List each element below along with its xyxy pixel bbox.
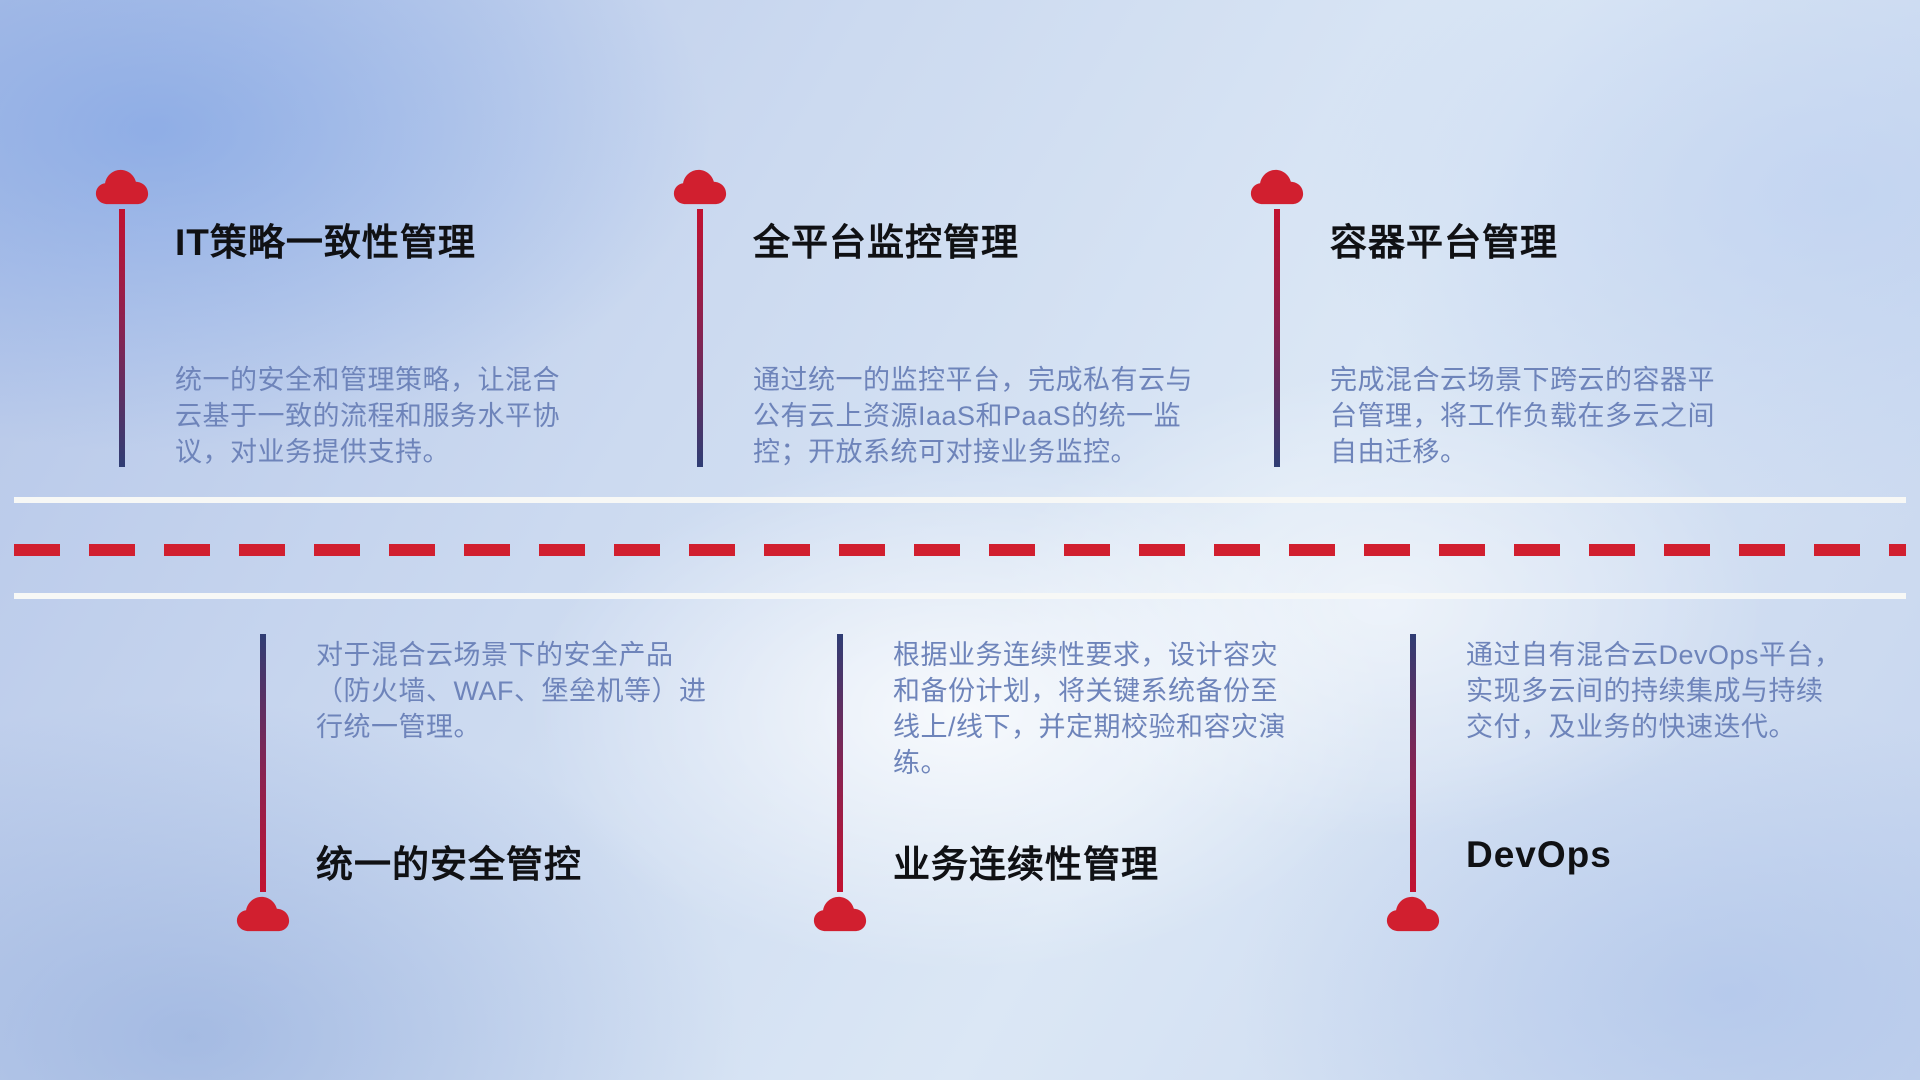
- timeline-stem: [697, 209, 703, 467]
- item-description: 统一的安全和管理策略，让混合云基于一致的流程和服务水平协议，对业务提供支持。: [175, 365, 560, 467]
- item-description: 通过自有混合云DevOps平台，实现多云间的持续集成与持续交付，及业务的快速迭代…: [1466, 640, 1842, 742]
- divider-line-bottom: [14, 593, 1906, 599]
- timeline-stem: [1410, 634, 1416, 892]
- item-title: DevOps: [1466, 834, 1612, 875]
- timeline-stem: [837, 634, 843, 892]
- item-description: 完成混合云场景下跨云的容器平台管理，将工作负载在多云之间自由迁移。: [1330, 365, 1715, 467]
- item-title: 统一的安全管控: [316, 844, 582, 885]
- timeline-pin: [95, 168, 149, 467]
- capability-item: 容器平台管理 完成混合云场景下跨云的容器平台管理，将工作负载在多云之间自由迁移。: [1250, 168, 1730, 470]
- capability-item: 对于混合云场景下的安全产品（防火墙、WAF、堡垒机等）进行统一管理。 统一的安全…: [236, 634, 728, 933]
- capability-item: 全平台监控管理 通过统一的监控平台，完成私有云与公有云上资源IaaS和PaaS的…: [673, 168, 1201, 470]
- item-title: 容器平台管理: [1330, 222, 1558, 263]
- timeline-pin: [673, 168, 727, 467]
- timeline-stem: [1274, 209, 1280, 467]
- timeline-stem: [260, 634, 266, 892]
- capability-item: 根据业务连续性要求，设计容灾和备份计划，将关键系统备份至线上/线下，并定期校验和…: [813, 634, 1299, 933]
- divider-line-top: [14, 497, 1906, 503]
- timeline-pin: [1386, 634, 1440, 933]
- timeline-pin: [236, 634, 290, 933]
- item-description: 对于混合云场景下的安全产品（防火墙、WAF、堡垒机等）进行统一管理。: [316, 640, 707, 742]
- capability-item: 通过自有混合云DevOps平台，实现多云间的持续集成与持续交付，及业务的快速迭代…: [1386, 634, 1846, 933]
- cloud-icon: [95, 169, 149, 205]
- item-description: 根据业务连续性要求，设计容灾和备份计划，将关键系统备份至线上/线下，并定期校验和…: [893, 640, 1287, 778]
- cloud-icon: [236, 896, 290, 932]
- cloud-icon: [813, 896, 867, 932]
- cloud-icon: [673, 169, 727, 205]
- item-title: 全平台监控管理: [753, 222, 1019, 263]
- divider-dashed-line: [14, 544, 1906, 556]
- item-description: 通过统一的监控平台，完成私有云与公有云上资源IaaS和PaaS的统一监控；开放系…: [753, 365, 1193, 467]
- item-title: IT策略一致性管理: [175, 222, 476, 263]
- timeline-pin: [1250, 168, 1304, 467]
- capability-item: IT策略一致性管理 统一的安全和管理策略，让混合云基于一致的流程和服务水平协议，…: [95, 168, 577, 470]
- timeline-pin: [813, 634, 867, 933]
- timeline-stem: [119, 209, 125, 467]
- cloud-icon: [1250, 169, 1304, 205]
- item-title: 业务连续性管理: [893, 844, 1159, 885]
- cloud-icon: [1386, 896, 1440, 932]
